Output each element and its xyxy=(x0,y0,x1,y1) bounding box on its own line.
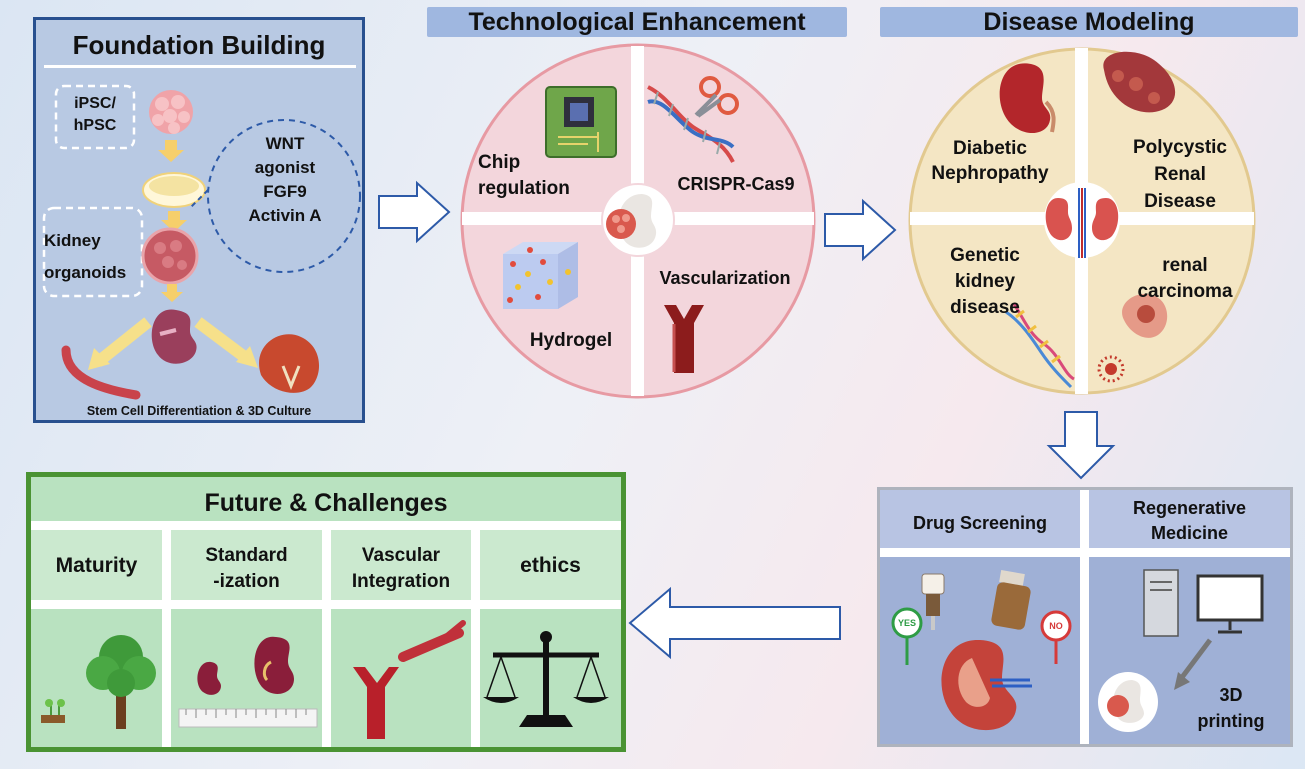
vascular-integration-icon xyxy=(353,620,466,739)
carcinoma-label: renal carcinoma xyxy=(1137,255,1233,302)
sprout-icon xyxy=(41,699,65,723)
center-organoid-icon xyxy=(601,183,675,257)
foundation-graphic xyxy=(42,84,361,400)
factor-list: WNT agonist FGF9 Activin A xyxy=(228,132,342,228)
printing-label: 3D printing xyxy=(1197,685,1265,731)
factor-wnt: WNT xyxy=(265,134,305,153)
printed-organoid-icon xyxy=(1098,672,1158,732)
arrow-down-icon xyxy=(1046,411,1116,480)
foundation-title: Foundation Building xyxy=(72,30,326,60)
dropper-bottle-icon xyxy=(921,573,945,630)
factor-agonist: agonist xyxy=(254,158,316,177)
ipsc-label: iPSC/ hPSC xyxy=(73,95,117,134)
yes-sign-icon xyxy=(891,607,923,665)
foundation-caption: Stem Cell Differentiation & 3D Culture xyxy=(86,404,312,418)
ipsc-box xyxy=(54,84,136,150)
polycystic-kidney-icon xyxy=(1103,51,1176,113)
future-title: Future & Challenges xyxy=(204,489,448,517)
kidney-icon xyxy=(151,309,197,364)
drug-screening-label: Drug Screening xyxy=(912,513,1048,533)
stem-cell-cluster-icon xyxy=(149,90,193,134)
renal-carcinoma-icon xyxy=(1097,294,1168,383)
embryoid-body-icon xyxy=(142,172,206,208)
organoid-box xyxy=(42,206,144,298)
ruler-icon xyxy=(178,708,318,728)
crispr-label: CRISPR-Cas9 xyxy=(677,174,795,194)
large-kidney-icon xyxy=(254,636,294,694)
dna-icon xyxy=(1005,303,1075,389)
tree-icon xyxy=(86,635,156,729)
polycystic-label: Polycystic Renal Disease xyxy=(1133,137,1227,212)
arrow-down-icon xyxy=(158,140,184,162)
balance-scale-icon xyxy=(483,631,609,727)
future-col-vascular: Vascular Integration xyxy=(351,545,451,592)
foundation-panel: Foundation Building xyxy=(33,17,365,423)
kidney-organoid-icon xyxy=(141,227,199,285)
center-kidneys-icon xyxy=(1044,182,1120,258)
organoid-label: Kidney organoids xyxy=(44,231,127,282)
arrow-right-down-icon xyxy=(236,346,258,368)
future-panel: Future & Challenges xyxy=(26,472,626,752)
factors-circle xyxy=(207,119,361,273)
vascularization-label: Vascularization xyxy=(659,268,791,288)
future-col-maturity: Maturity xyxy=(55,554,138,577)
chip-label: Chip regulation xyxy=(478,152,570,199)
hydrogel-label: Hydrogel xyxy=(529,330,613,351)
hydrogel-icon xyxy=(503,242,578,309)
arrow-down-icon xyxy=(161,284,183,302)
renal-tissue-icon xyxy=(259,334,320,393)
chip-icon xyxy=(545,86,617,158)
future-col-ethics: ethics xyxy=(520,554,581,577)
computer-icon xyxy=(1143,569,1264,637)
genetic-label: Genetic kidney disease xyxy=(950,245,1020,318)
medicine-bottle-icon xyxy=(991,570,1031,630)
tubule-icon xyxy=(61,345,141,400)
yes-label: YES xyxy=(897,618,916,628)
kidney-cross-section-icon xyxy=(941,639,1032,731)
arrow-left-down-icon xyxy=(88,348,110,370)
future-graphic xyxy=(31,521,621,747)
arrow-down-icon xyxy=(161,211,187,232)
applications-graphic xyxy=(880,490,1290,744)
future-col-standardization: Standard -ization xyxy=(205,545,288,592)
tech-circle xyxy=(460,43,816,399)
arrow-print-icon xyxy=(1174,672,1190,690)
applications-panel: Drug Screening Regenerative Medicine YES… xyxy=(877,487,1293,747)
arrow-right-icon xyxy=(824,198,897,262)
regenerative-label: Regenerative Medicine xyxy=(1132,498,1247,543)
disease-header: Disease Modeling xyxy=(880,7,1298,37)
dna-scissors-icon xyxy=(647,76,739,163)
factor-fgf9: FGF9 xyxy=(263,182,307,201)
disease-circle xyxy=(908,47,1256,395)
diabetic-label: Diabetic Nephropathy xyxy=(931,138,1049,184)
small-kidney-icon xyxy=(197,661,221,695)
no-sign-icon xyxy=(1040,610,1072,664)
factors-pointer xyxy=(189,189,209,209)
tech-header: Technological Enhancement xyxy=(427,7,847,37)
foundation-divider xyxy=(44,65,356,68)
arrow-right-icon xyxy=(378,180,451,244)
factor-activin: Activin A xyxy=(248,206,322,225)
blood-vessel-icon xyxy=(664,305,704,373)
diabetic-kidney-icon xyxy=(999,63,1056,134)
no-label: NO xyxy=(1049,621,1063,631)
arrow-left-icon xyxy=(628,586,841,660)
